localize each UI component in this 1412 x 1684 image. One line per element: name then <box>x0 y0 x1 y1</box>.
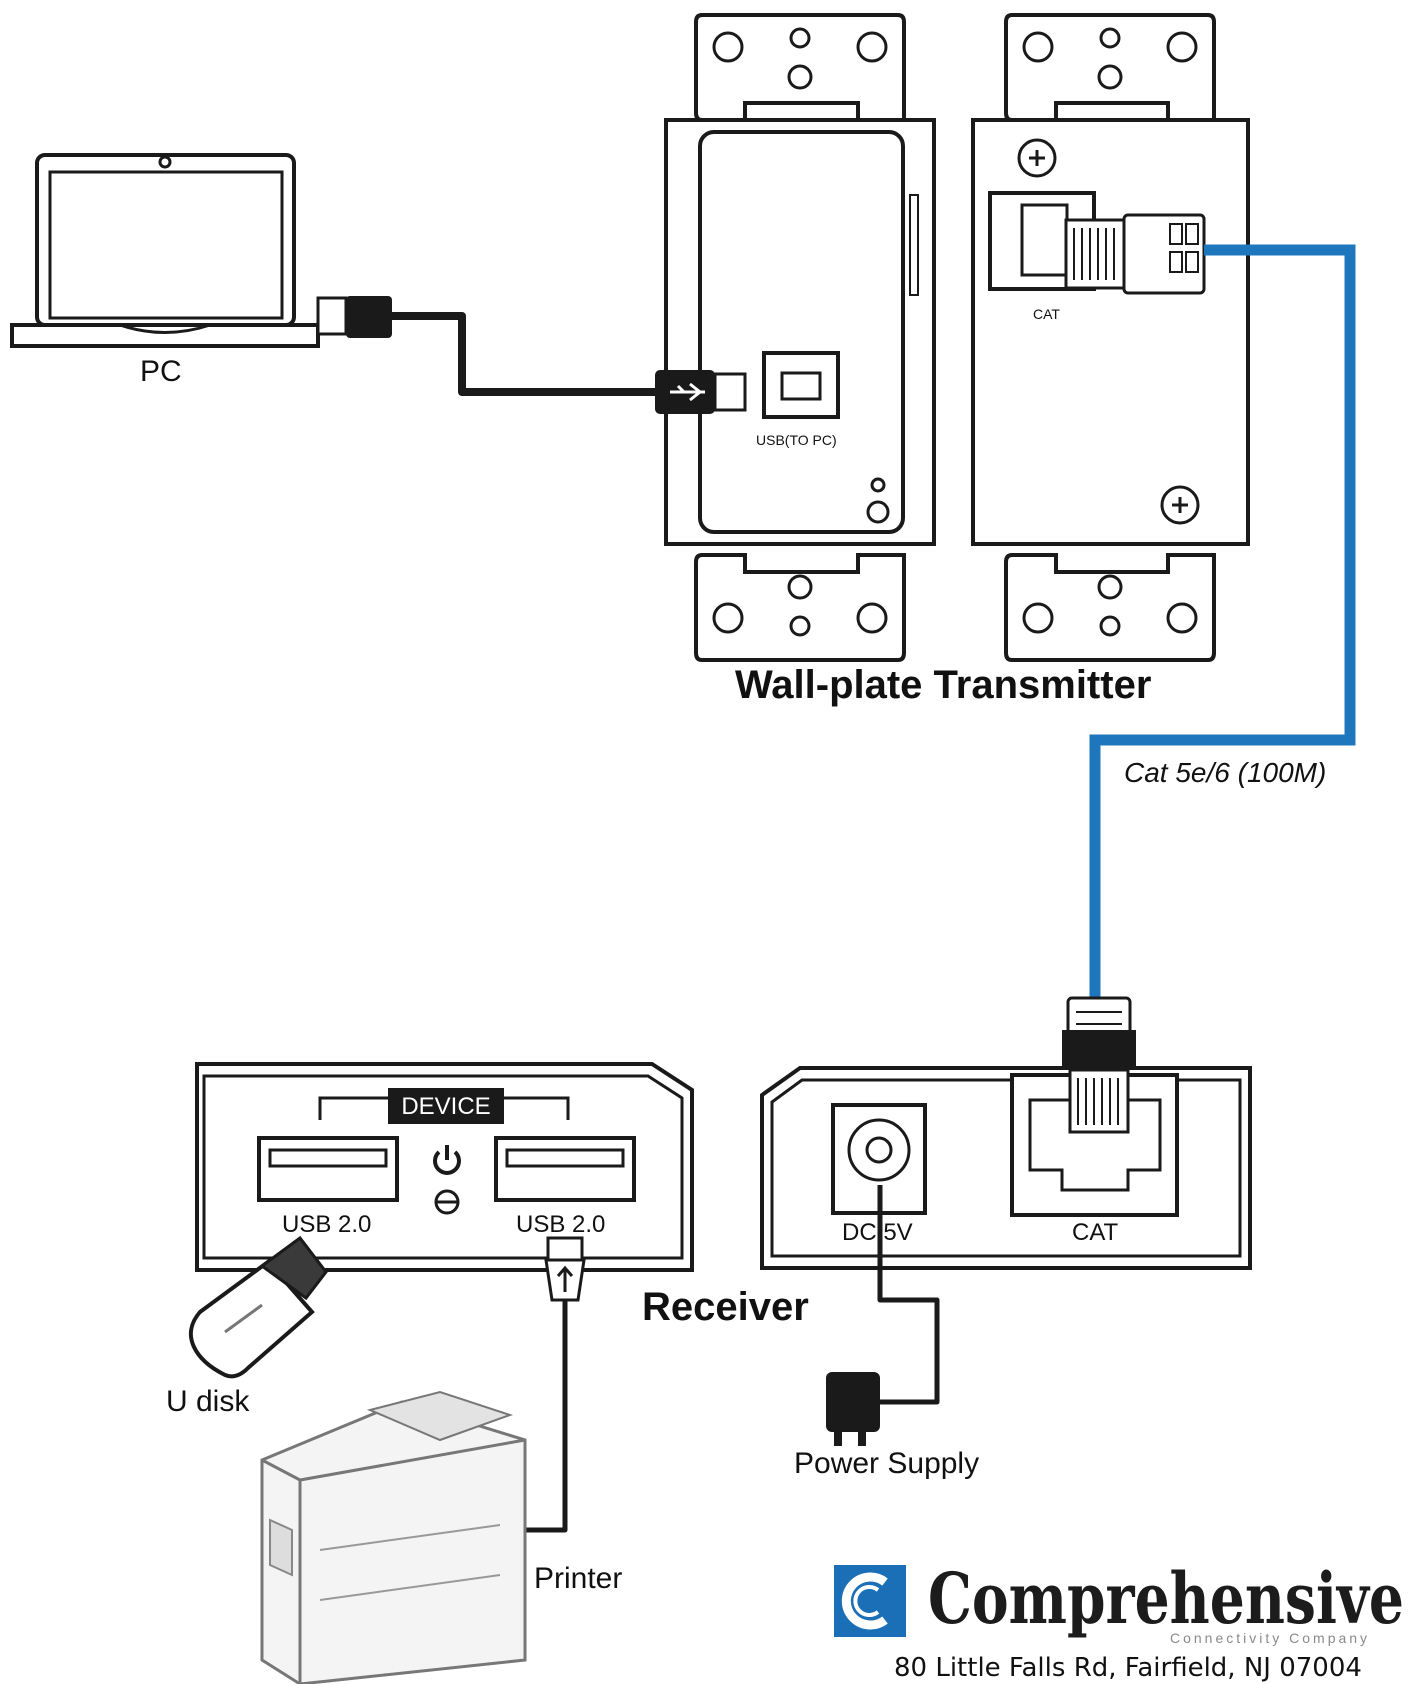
dc-label: DC 5V <box>842 1219 913 1246</box>
usb-a-plug-printer <box>544 1236 586 1302</box>
usb-icon <box>670 382 705 402</box>
usb-to-pc-label: USB(TO PC) <box>756 432 837 448</box>
power-cable <box>877 1185 940 1405</box>
wallplate-transmitter-front <box>664 13 936 662</box>
cat-port-label: CAT <box>1072 1219 1119 1246</box>
device-label: DEVICE <box>401 1093 490 1120</box>
brand-c-icon <box>834 1565 906 1637</box>
u-disk-label: U disk <box>166 1385 250 1418</box>
u-disk <box>188 1235 328 1379</box>
cable-spec-label: Cat 5e/6 (100M) <box>1124 757 1326 788</box>
printer-label: Printer <box>534 1562 622 1595</box>
status-led-icon <box>434 1189 460 1215</box>
power-supply-adapter <box>826 1372 880 1446</box>
printer <box>260 1390 527 1684</box>
printer-cable <box>525 1300 568 1533</box>
brand-tagline: Connectivity Company <box>1170 1630 1370 1646</box>
rj45-plug-transmitter <box>1064 213 1206 295</box>
wallplate-transmitter-title: Wall-plate Transmitter <box>735 663 1151 707</box>
usb-a-plug <box>316 296 392 338</box>
brand-address: 80 Little Falls Rd, Fairfield, NJ 07004 <box>894 1653 1362 1683</box>
receiver-title: Receiver <box>642 1285 809 1329</box>
cat-cable <box>1089 244 1356 1000</box>
power-icon <box>433 1145 461 1175</box>
pc-label: PC <box>140 355 182 388</box>
usb-right-label: USB 2.0 <box>516 1211 605 1238</box>
rj45-plug-receiver <box>1062 996 1136 1134</box>
wallplate-transmitter-back <box>971 13 1250 662</box>
usb-left-label: USB 2.0 <box>282 1211 371 1238</box>
cat-small-label: CAT <box>1033 306 1060 322</box>
power-supply-label: Power Supply <box>794 1447 979 1480</box>
receiver-device-side <box>195 1062 694 1272</box>
receiver-network-side <box>760 1066 1252 1270</box>
brand-name: Comprehensive <box>928 1557 1404 1640</box>
usb-cable <box>392 312 660 396</box>
pc-laptop <box>10 153 320 348</box>
